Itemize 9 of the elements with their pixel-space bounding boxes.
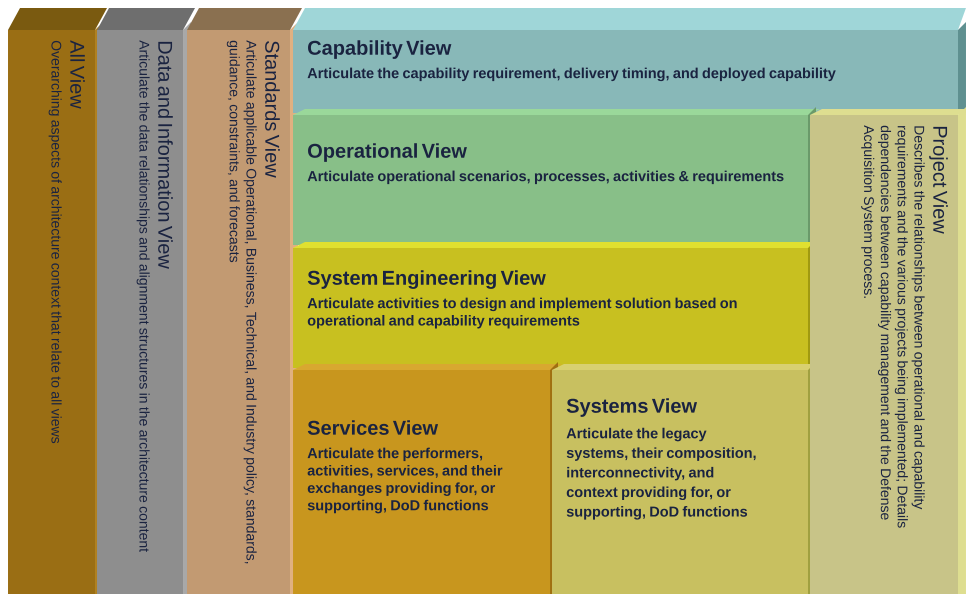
view-box: Operational View Articulate operational scenarios, processes, activities & requirements [293, 107, 820, 245]
view-column: Project View Describes the relationships between operational and capability requirements and the various projects being implemented; Details dependencies between capability management and the Defense Acquisition System process. [810, 107, 966, 594]
view-column: Data and Information View Articulate the data relationships and alignment structures in the architecture content [97, 8, 195, 594]
view-box: Services View Articulate the performers, activities, services, and their exchanges providing for, or supporting, DoD functions [293, 362, 562, 594]
view-box: Capability View Articulate the capability requirement, delivery timing, and deployed capability [293, 8, 966, 113]
view-box: System Engineering View Articulate activities to design and implement solution based on operational and capability requirements [293, 240, 820, 368]
view-column: All View Overarching aspects of architecture context that relate to all views [8, 8, 107, 594]
view-box: Systems View Articulate the legacy systems, their composition, interconnectivity, and context providing for, or supporting, DoD functions [552, 362, 820, 594]
view-column: Standards View Articulate applicable Operational, Business, Technical, and Industry policy, standards, guidance, constraints, and forecasts [187, 8, 302, 594]
